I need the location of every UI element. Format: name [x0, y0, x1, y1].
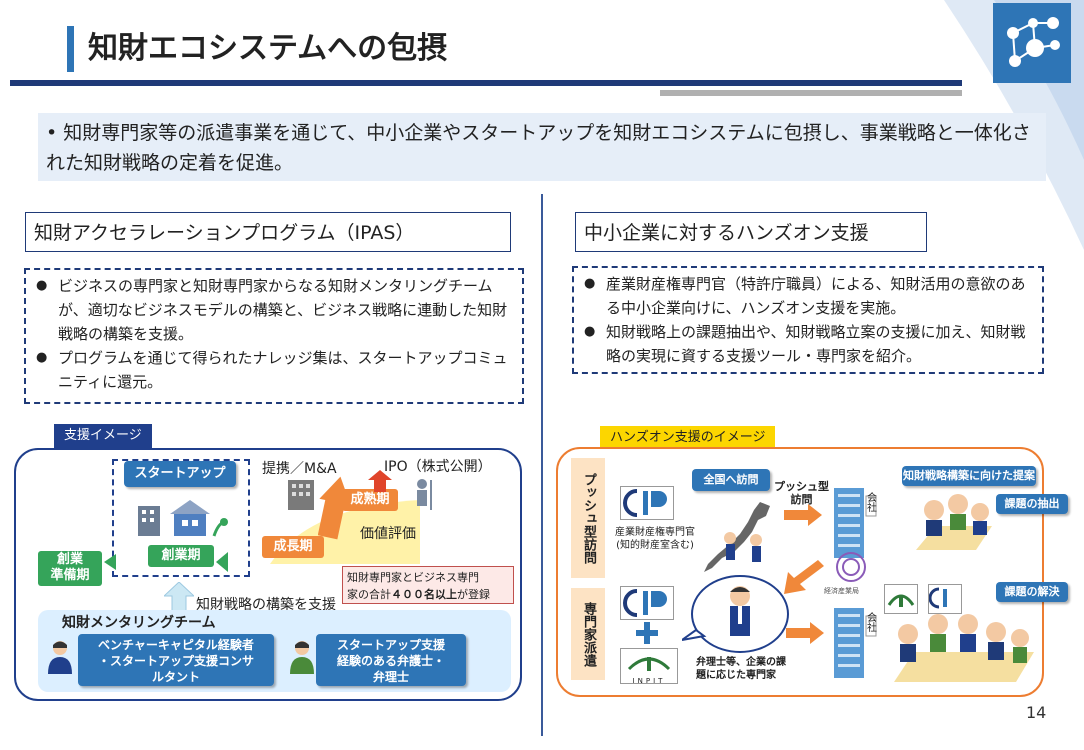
right-bullets-box: 産業財産権専門官（特許庁職員）による、知財活用の意欲のある中小企業向けに、ハンズ…	[572, 266, 1044, 374]
left-section-title: 知財アクセラレーションプログラム（IPAS）	[25, 212, 511, 252]
expert-bubble	[682, 575, 789, 653]
mentoring-team-title: 知財メンタリングチーム	[62, 615, 216, 631]
return-arrow-icon	[784, 560, 824, 594]
push-visit-label: プッシュ型訪問	[571, 458, 605, 578]
registration-callout: 知財専門家とビジネス専門 家の合計４００名以上が登録	[342, 566, 514, 604]
office-building-icon	[288, 480, 314, 510]
startup-group	[112, 459, 250, 577]
title-subrule	[660, 90, 962, 96]
mature-stage: 成熟期	[342, 489, 398, 511]
ipo-label: IPO（株式公開）	[384, 459, 492, 475]
meti-bureau-logo	[836, 552, 866, 582]
column-divider	[541, 194, 543, 736]
company-building-top	[834, 488, 877, 558]
proposal-label: 知財戦略構築に向けた提案	[902, 466, 1036, 486]
meeting-illustration-bottom	[894, 614, 1034, 682]
title-rule	[10, 80, 962, 86]
left-bullet-2: プログラムを通じて得られたナレッジ集は、スタートアップコミュニティに還元。	[34, 346, 508, 394]
support-up-arrow	[164, 582, 194, 612]
business-person-icon	[48, 641, 72, 674]
dispatch-arrow-icon	[786, 622, 824, 644]
handson-image-tag: ハンズオン支援のイメージ	[600, 426, 776, 450]
right-bullet-1: 産業財産権専門官（特許庁職員）による、知財活用の意欲のある中小企業向けに、ハンズ…	[582, 272, 1034, 320]
plus-icon	[636, 622, 658, 644]
stage-arrows	[104, 552, 228, 572]
push-arrow-icon	[784, 504, 822, 526]
network-icon	[993, 3, 1071, 83]
growth-stage: 成長期	[262, 536, 324, 558]
value-label: 価値評価	[360, 526, 416, 542]
jpo-logo-top	[620, 486, 674, 520]
company-building-bottom	[834, 608, 877, 678]
pre-founding-stage: 創業 準備期	[38, 551, 102, 586]
page-title: 知財エコシステムへの包摂	[88, 31, 448, 66]
intro-text: • 知財専門家等の派遣事業を通じて、中小企業やスタートアップを知財エコシステムに…	[46, 122, 1031, 174]
support-image-tag: 支援イメージ	[54, 424, 152, 448]
solution-label: 課題の解決	[996, 582, 1068, 602]
company-label-top: 会社	[867, 493, 877, 514]
title-accent-bar	[67, 26, 74, 72]
jpo-logo-small	[928, 584, 962, 614]
push-visit-caption: プッシュ型 訪問	[774, 480, 829, 506]
japan-map-icon	[704, 502, 770, 572]
nationwide-label: 全国へ訪問	[692, 469, 770, 491]
inpit-logo-small	[884, 584, 918, 614]
startup-label: スタートアップ	[124, 461, 236, 487]
inpit-logo: INPIT	[620, 648, 678, 685]
ipo-arrow-icon	[368, 470, 392, 492]
meeting-illustration-top	[916, 494, 992, 550]
middle-logo-caption: 経済産業局	[824, 587, 859, 595]
jpo-logo-bottom	[620, 586, 674, 620]
left-bullets-box: ビジネスの専門家と知財専門家からなる知財メンタリングチームが、適切なビジネスモデ…	[24, 268, 524, 404]
page-number: 14	[1026, 703, 1047, 722]
building-icons	[138, 500, 228, 537]
member-lawyer: スタートアップ支援 経験のある弁護士・ 弁理士	[316, 634, 466, 686]
up-arrow-icon	[318, 476, 351, 540]
right-section-title: 中小企業に対するハンズオン支援	[575, 212, 927, 252]
intro-box	[38, 113, 1046, 181]
support-arrow-label: 知財戦略の構築を支援	[196, 597, 336, 613]
member-vc-consultant: ベンチャーキャピタル経験者 ・スタートアップ支援コンサ ルタント	[78, 634, 274, 686]
extraction-label: 課題の抽出	[996, 494, 1068, 514]
presenter-icon	[417, 479, 432, 510]
alliance-label: 提携／M&A	[262, 461, 337, 477]
experts-caption: 弁理士等、企業の課 題に応じた専門家	[696, 657, 786, 681]
officer-caption: 産業財産権専門官 (知的財産室含む)	[615, 527, 695, 551]
left-bullet-1: ビジネスの専門家と知財専門家からなる知財メンタリングチームが、適切なビジネスモデ…	[34, 274, 508, 346]
founding-stage: 創業期	[148, 545, 214, 567]
company-label-bottom: 会社	[867, 613, 877, 634]
expert-dispatch-label: 専門家派遣	[571, 588, 605, 680]
right-bullet-2: 知財戦略上の課題抽出や、知財戦略立案の支援に加え、知財戦略の実現に資する支援ツー…	[582, 320, 1034, 368]
lawyer-person-icon	[290, 641, 314, 674]
